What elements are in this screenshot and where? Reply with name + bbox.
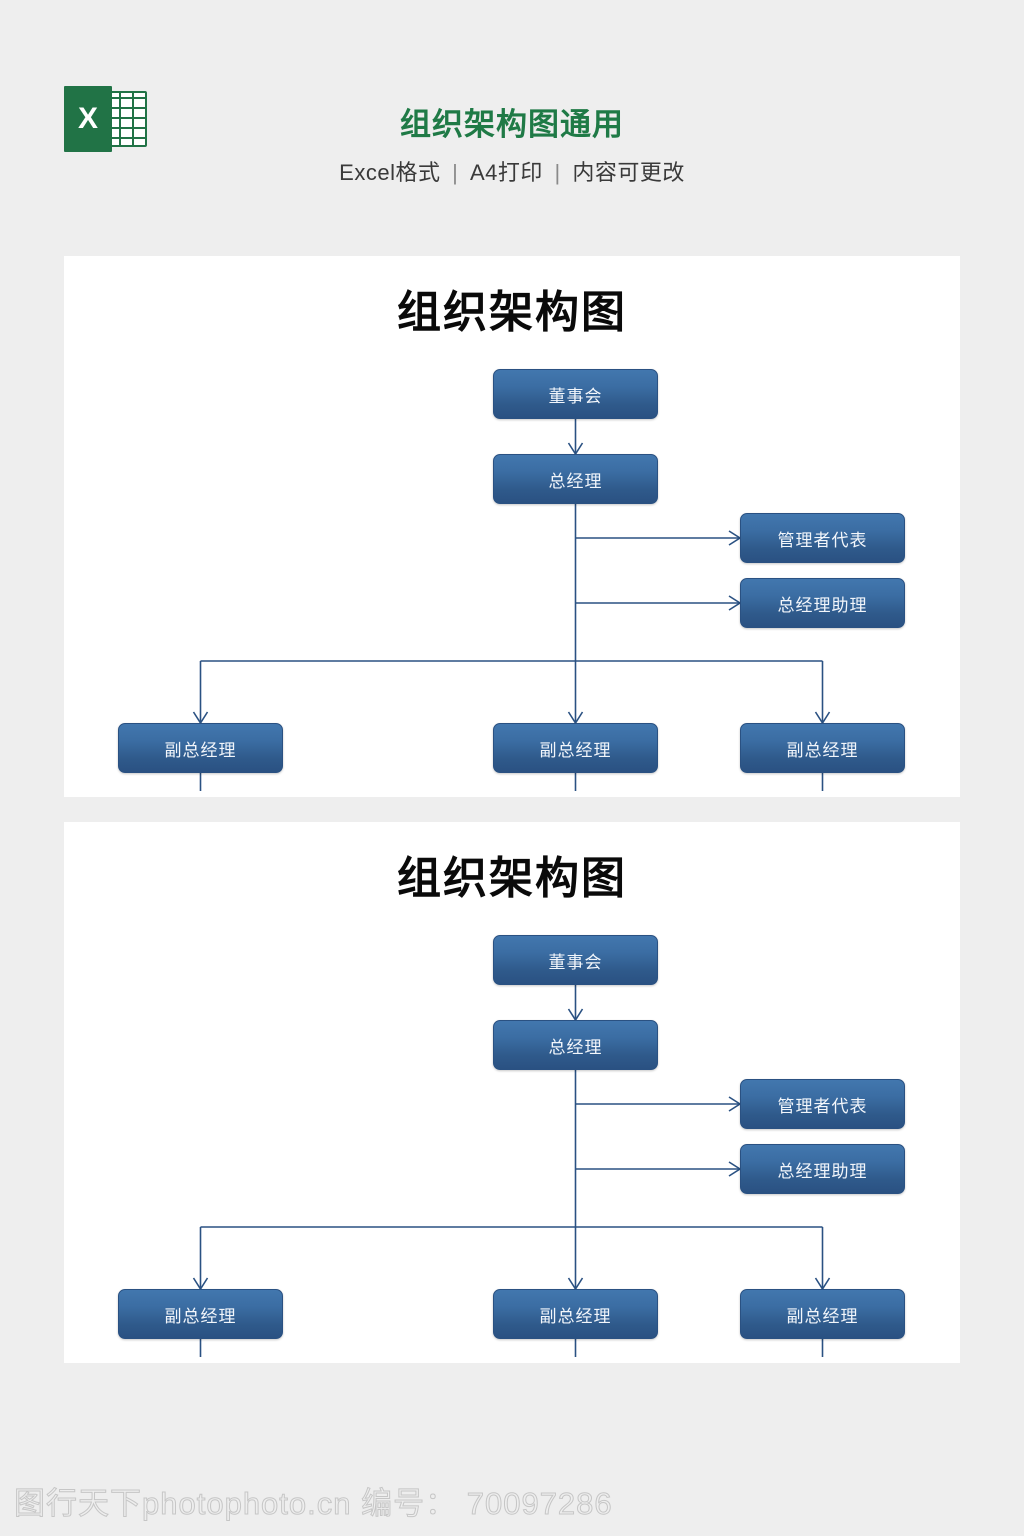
arrowhead-board-gm bbox=[567, 1008, 584, 1022]
arrowhead-deputy-3 bbox=[814, 1277, 831, 1291]
excel-logo-letter: X bbox=[77, 102, 98, 135]
arrowhead-gm-mgmt_rep bbox=[728, 530, 742, 546]
subtitle-separator-0: | bbox=[452, 160, 459, 185]
org-node-deputy_3[interactable]: 副总经理 bbox=[740, 723, 905, 773]
arrowhead-deputy-1 bbox=[192, 711, 209, 725]
excel-logo-icon: X bbox=[64, 86, 148, 152]
subtitle-separator-1: | bbox=[554, 160, 561, 185]
org-node-label: 副总经理 bbox=[164, 740, 237, 760]
arrowhead-board-gm bbox=[567, 442, 584, 456]
org-node-label: 总经理助理 bbox=[777, 1161, 868, 1181]
org-node-gm[interactable]: 总经理 bbox=[493, 1020, 658, 1070]
org-node-label: 总经理 bbox=[548, 471, 603, 491]
org-node-label: 总经理助理 bbox=[777, 595, 868, 615]
org-node-gm_asst[interactable]: 总经理助理 bbox=[740, 1144, 905, 1194]
subtitle-part-1: A4打印 bbox=[469, 160, 543, 185]
org-node-board[interactable]: 董事会 bbox=[493, 369, 658, 419]
org-node-gm[interactable]: 总经理 bbox=[493, 454, 658, 504]
excel-logo-flap bbox=[64, 86, 112, 152]
org-node-label: 管理者代表 bbox=[777, 530, 868, 550]
org-node-deputy_2[interactable]: 副总经理 bbox=[493, 723, 658, 773]
org-node-mgmt_rep[interactable]: 管理者代表 bbox=[740, 1079, 905, 1129]
chart-title: 组织架构图 bbox=[397, 854, 627, 903]
org-node-label: 董事会 bbox=[548, 952, 603, 972]
page-header: X 组织架构图通用 Excel格式 | A4打印 | 内容可更改 bbox=[0, 0, 1024, 256]
org-node-label: 副总经理 bbox=[539, 740, 612, 760]
watermark-text: 图行天下photophoto.cn 编号： 70097286 bbox=[14, 1486, 613, 1522]
chart-title: 组织架构图 bbox=[397, 288, 627, 337]
org-chart-panel-2: 组织架构图 董事会总经理管理者代表总经理助理副总经理 副总经理 副总经理 bbox=[64, 822, 960, 1363]
org-node-label: 董事会 bbox=[548, 386, 603, 406]
org-node-deputy_3[interactable]: 副总经理 bbox=[740, 1289, 905, 1339]
page-footer: 图行天下photophoto.cn 编号： 70097286 bbox=[0, 1466, 1024, 1536]
org-node-deputy_2[interactable]: 副总经理 bbox=[493, 1289, 658, 1339]
arrowhead-deputy-2 bbox=[567, 711, 584, 725]
org-node-label: 管理者代表 bbox=[777, 1096, 868, 1116]
arrowhead-deputy-1 bbox=[192, 1277, 209, 1291]
subtitle-part-0: Excel格式 bbox=[339, 160, 441, 185]
org-chart-diagram: 董事会总经理管理者代表总经理助理副总经理 副总经理 副总经理 bbox=[64, 256, 960, 797]
org-node-board[interactable]: 董事会 bbox=[493, 935, 658, 985]
page-subtitle: Excel格式 | A4打印 | 内容可更改 bbox=[0, 155, 1024, 187]
org-node-label: 副总经理 bbox=[539, 1306, 612, 1326]
org-node-gm_asst[interactable]: 总经理助理 bbox=[740, 578, 905, 628]
org-node-deputy_1[interactable]: 副总经理 bbox=[118, 723, 283, 773]
arrowhead-deputy-3 bbox=[814, 711, 831, 725]
arrowhead-gm-gm_asst bbox=[728, 1161, 742, 1177]
subtitle-part-2: 内容可更改 bbox=[572, 160, 685, 185]
org-chart-panel-1: 组织架构图 董事会总经理管理者代表总经理助理副总经理 副总经理 副总经理 bbox=[64, 256, 960, 797]
org-node-label: 总经理 bbox=[548, 1037, 603, 1057]
arrowhead-gm-mgmt_rep bbox=[728, 1096, 742, 1112]
org-node-label: 副总经理 bbox=[786, 1306, 859, 1326]
org-chart-diagram: 董事会总经理管理者代表总经理助理副总经理 副总经理 副总经理 bbox=[64, 822, 960, 1363]
org-node-mgmt_rep[interactable]: 管理者代表 bbox=[740, 513, 905, 563]
org-node-deputy_1[interactable]: 副总经理 bbox=[118, 1289, 283, 1339]
org-node-label: 副总经理 bbox=[164, 1306, 237, 1326]
arrowhead-deputy-2 bbox=[567, 1277, 584, 1291]
page-title: 组织架构图通用 bbox=[400, 107, 624, 142]
org-node-label: 副总经理 bbox=[786, 740, 859, 760]
arrowhead-gm-gm_asst bbox=[728, 595, 742, 611]
